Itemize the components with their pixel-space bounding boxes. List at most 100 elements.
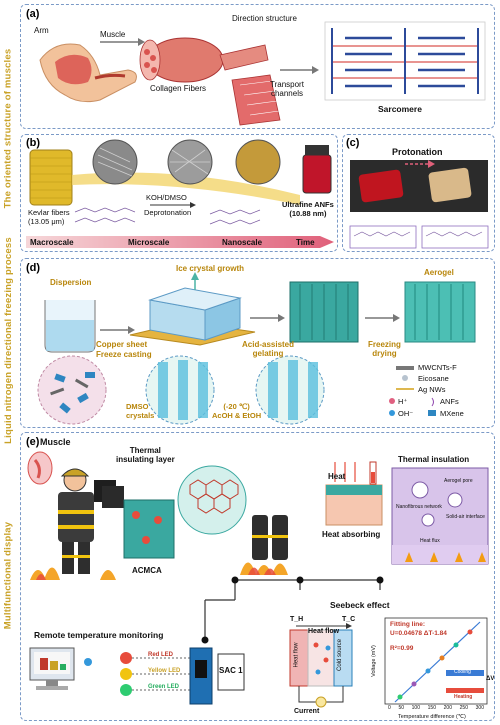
koh-label: KOH/DMSO (146, 193, 187, 202)
aerogel-label: Aerogel (424, 268, 454, 277)
panel-e (20, 432, 495, 721)
fit-line-label: Fitting line: (390, 621, 426, 628)
led-group (120, 652, 132, 696)
legend-eicosane: Eicosane (418, 374, 449, 383)
heat-flow-top-label: Heat flow (308, 628, 340, 635)
panel-c (342, 134, 495, 252)
r2-label: R²=0.99 (390, 645, 414, 652)
red-vial (358, 169, 404, 203)
copper-label: Copper sheet (96, 340, 148, 349)
firefighter-body (58, 492, 94, 542)
arm-label: Arm (34, 26, 49, 35)
transport-label: Transport channels (270, 80, 304, 98)
inset-heat-flux: Heat flux (420, 538, 440, 544)
ice-cube-top (148, 287, 242, 311)
solgel-label: Sol-gel process (378, 212, 446, 222)
dispersion-label: Dispersion (50, 278, 92, 287)
anf-label: Ultrafine ANFs (10.88 nm) (282, 200, 334, 218)
anf-vial (305, 145, 329, 155)
hexagon-zoom (177, 465, 247, 535)
panel-b-label: (b) (26, 137, 41, 149)
acmca-block (123, 499, 175, 559)
panel-a (20, 4, 495, 129)
legend-mxene-icon (428, 410, 436, 416)
legend-anf-icon (431, 397, 434, 407)
led-red-label: Red LED (148, 652, 174, 658)
scale-micro: Microscale (128, 238, 170, 247)
legend-agnw: Ag NWs (418, 385, 446, 394)
protonation-label: Protonation (392, 147, 443, 157)
freezing-label: Freezing drying (368, 340, 401, 358)
panel-c-label: (c) (346, 137, 360, 149)
panel-a-label: (a) (26, 8, 40, 20)
dv-label: ΔV (486, 676, 495, 682)
x-ticks: 0 50 100 150 200 250 300 (388, 705, 484, 711)
tc-label: T_C (342, 616, 356, 623)
scale-nano: Nanoscale (222, 238, 263, 247)
sac-label: SAC 1 (219, 666, 243, 675)
led-green-label: Green LED (148, 684, 180, 690)
legend-mwcnt: MWCNTs-F (418, 363, 457, 372)
scale-macro: Macroscale (30, 238, 74, 247)
led-yellow-label: Yellow LED (148, 668, 181, 674)
th-label: T_H (290, 616, 304, 623)
legend-anf: ANFs (440, 397, 459, 406)
muscle-label: Muscle (100, 30, 126, 39)
sac-box (217, 653, 245, 691)
legend-hplus: H⁺ (398, 397, 408, 406)
ice-label: Ice crystal growth (176, 264, 245, 273)
legend-mxene: MXene (440, 409, 464, 418)
remote-label: Remote temperature monitoring (34, 630, 164, 640)
plot-ylabel: Voltage (mV) (370, 645, 377, 677)
kevlar-label: Kevlar fibers (13.05 μm) (28, 208, 70, 226)
heating-bar (446, 688, 484, 693)
sarcomere-label: Sarcomere (378, 104, 422, 114)
seebeck-label: Seebeck effect (330, 600, 390, 610)
muscle-e-label: Muscle (40, 437, 71, 447)
thermal-layer-label: Thermal insulating layer (116, 446, 175, 464)
current-label: Current (294, 708, 320, 715)
heat-label: Heat (328, 472, 346, 481)
gel-vial (428, 167, 472, 203)
panel-d-label: (d) (26, 262, 41, 274)
insulating-sheet-2 (102, 486, 124, 508)
direction-label: Direction structure (232, 14, 297, 23)
legend-mwcnt-icon (396, 366, 414, 370)
cooling-label: Cooling (454, 669, 471, 675)
legend-eicosane-icon (402, 375, 408, 381)
panel-d (20, 258, 495, 428)
deprotonation-label: Deprotonation (144, 208, 192, 217)
legend-hplus-icon (389, 398, 395, 404)
scale-time: Time (296, 238, 315, 247)
equation-label: U=0.04678 ΔT-1.84 (390, 630, 447, 637)
inset-aerogel-pore: Aerogel pore (444, 478, 473, 484)
dmso-label: DMSO crystals (126, 402, 155, 420)
seebeck-middle (307, 629, 335, 687)
legend-ohminus-icon (389, 410, 395, 416)
sem-image-3 (235, 139, 281, 185)
plot-xlabel: Temperature difference (℃) (398, 714, 466, 720)
collagen-label: Collagen Fibers (150, 84, 207, 93)
heat-absorbing-label: Heat absorbing (322, 530, 381, 539)
legend-ohminus: OH⁻ (398, 409, 414, 418)
thermal-insulation-label: Thermal insulation (398, 455, 470, 464)
panel-b (20, 134, 338, 252)
inset-solid-air: Solid-air interface (446, 514, 485, 520)
sem-image-1 (92, 139, 138, 185)
acmca-label: ACMCA (132, 566, 162, 575)
scale-arrow (26, 236, 334, 248)
acid-label: Acid-assisted gelating (242, 340, 295, 358)
heating-label: Heating (454, 694, 473, 700)
panel-e-label: (e) (26, 436, 40, 448)
cooling-bar (446, 670, 484, 676)
arm-muscle (55, 54, 92, 85)
freeze-casting-label: Freeze casting (96, 350, 152, 359)
temp-label: (-20 ℃) AcOH & EtOH (212, 402, 262, 420)
inset-nanofibrous: Nanofibrous network (396, 504, 442, 510)
